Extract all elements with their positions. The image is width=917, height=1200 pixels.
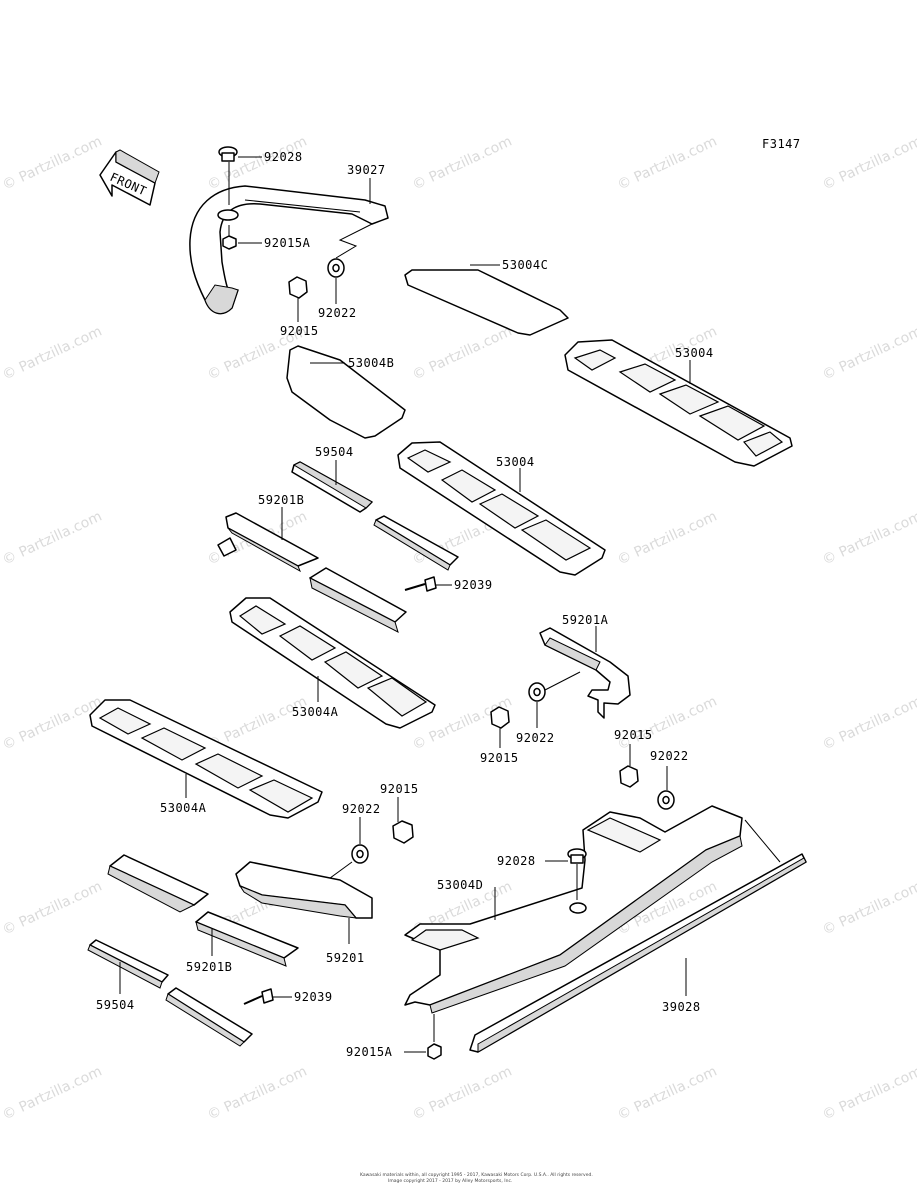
- mat-53004-mid[interactable]: [397, 441, 606, 576]
- label-92028-low: 92028: [497, 854, 536, 868]
- watermark: © Partzilla.com: [820, 133, 917, 193]
- label-59201a: 59201A: [562, 613, 609, 627]
- bracket-59201[interactable]: [235, 861, 373, 919]
- strip-59504-low-b[interactable]: [165, 987, 253, 1047]
- label-53004-mid: 53004: [496, 455, 535, 469]
- watermark: © Partzilla.com: [615, 133, 720, 193]
- label-92015-mid: 92015: [480, 751, 519, 765]
- bolt-92028-top[interactable]: [218, 146, 238, 162]
- mat-53004a-mid[interactable]: [229, 597, 436, 729]
- rail-59201b-low-a[interactable]: [107, 854, 209, 913]
- label-92039-low: 92039: [294, 990, 333, 1004]
- label-53004a-mid: 53004A: [292, 705, 339, 719]
- label-92015-top: 92015: [280, 324, 319, 338]
- label-53004c: 53004C: [502, 258, 548, 272]
- rail-59201b-top[interactable]: [217, 512, 319, 573]
- watermark: © Partzilla.com: [0, 508, 105, 568]
- watermark: © Partzilla.com: [205, 1063, 310, 1123]
- label-92022-mid: 92022: [516, 731, 555, 745]
- front-arrow-icon: FRONT: [99, 149, 160, 206]
- nut-92015-right[interactable]: [619, 765, 639, 788]
- watermark: © Partzilla.com: [0, 323, 105, 383]
- label-53004a-left: 53004A: [160, 801, 207, 815]
- label-92022-top: 92022: [318, 306, 357, 320]
- pad-53004b[interactable]: [286, 345, 406, 439]
- watermark: © Partzilla.com: [820, 508, 917, 568]
- copyright-line-1: Kawasaki materials within, all copyright…: [360, 1172, 593, 1178]
- washer-92022-top[interactable]: [327, 258, 345, 278]
- figure-code: F3147: [762, 137, 801, 151]
- watermark: © Partzilla.com: [820, 323, 917, 383]
- bracket-59201a[interactable]: [539, 627, 631, 719]
- watermark: © Partzilla.com: [0, 693, 105, 753]
- mat-53004a-left[interactable]: [89, 699, 323, 819]
- label-59504-top: 59504: [315, 445, 354, 459]
- label-59504-low: 59504: [96, 998, 135, 1012]
- label-92022-low: 92022: [342, 802, 381, 816]
- label-39028: 39028: [662, 1000, 701, 1014]
- strip-59504-low[interactable]: [87, 939, 169, 989]
- label-92015-low: 92015: [380, 782, 419, 796]
- label-92039-top: 92039: [454, 578, 493, 592]
- watermark: © Partzilla.com: [410, 1063, 515, 1123]
- watermark: © Partzilla.com: [0, 1063, 105, 1123]
- rail-59201b-mid-b[interactable]: [309, 567, 407, 633]
- label-53004b: 53004B: [348, 356, 394, 370]
- label-59201b-top: 59201B: [258, 493, 304, 507]
- label-92015a-low: 92015A: [346, 1045, 393, 1059]
- nut-92015-top[interactable]: [288, 276, 308, 299]
- grab-handle-39027[interactable]: [189, 185, 389, 315]
- watermark: © Partzilla.com: [820, 1063, 917, 1123]
- rail-59201b-low-b[interactable]: [195, 911, 299, 967]
- watermark: © Partzilla.com: [410, 323, 515, 383]
- nut-92015-mid[interactable]: [490, 706, 510, 729]
- rail-53004d[interactable]: [404, 805, 743, 1014]
- label-53004-right: 53004: [675, 346, 714, 360]
- pin-92039-low[interactable]: [243, 988, 274, 1005]
- mat-53004-right[interactable]: [564, 339, 793, 467]
- label-39027: 39027: [347, 163, 386, 177]
- nut-92015a-low[interactable]: [427, 1043, 442, 1060]
- washer-92022-right[interactable]: [657, 790, 675, 810]
- label-92015-right: 92015: [614, 728, 653, 742]
- copyright-line-2: Image copyright 2017 - 2017 by Alley Mot…: [388, 1178, 512, 1184]
- rail-59201b-mid-a[interactable]: [373, 515, 459, 571]
- strip-59504-top[interactable]: [291, 461, 373, 513]
- nut-92015-low[interactable]: [392, 820, 414, 844]
- watermark: © Partzilla.com: [0, 133, 105, 193]
- watermark: © Partzilla.com: [615, 1063, 720, 1123]
- label-59201: 59201: [326, 951, 365, 965]
- watermark: © Partzilla.com: [615, 693, 720, 753]
- nut-92015a-top[interactable]: [222, 235, 237, 250]
- label-92028-top: 92028: [264, 150, 303, 164]
- washer-92022-low[interactable]: [351, 844, 369, 864]
- pin-92039-top[interactable]: [404, 576, 437, 592]
- watermark: © Partzilla.com: [615, 508, 720, 568]
- washer-92022-mid[interactable]: [528, 682, 546, 702]
- label-59201b-low: 59201B: [186, 960, 232, 974]
- bolt-92028-low[interactable]: [567, 848, 587, 864]
- label-92022-right: 92022: [650, 749, 689, 763]
- strip-39028[interactable]: [469, 853, 807, 1053]
- watermark: © Partzilla.com: [820, 693, 917, 753]
- watermark: © Partzilla.com: [820, 878, 917, 938]
- pad-53004c[interactable]: [404, 269, 569, 336]
- label-53004d: 53004D: [437, 878, 483, 892]
- watermark: © Partzilla.com: [0, 878, 105, 938]
- watermark: © Partzilla.com: [410, 133, 515, 193]
- label-92015a-top: 92015A: [264, 236, 311, 250]
